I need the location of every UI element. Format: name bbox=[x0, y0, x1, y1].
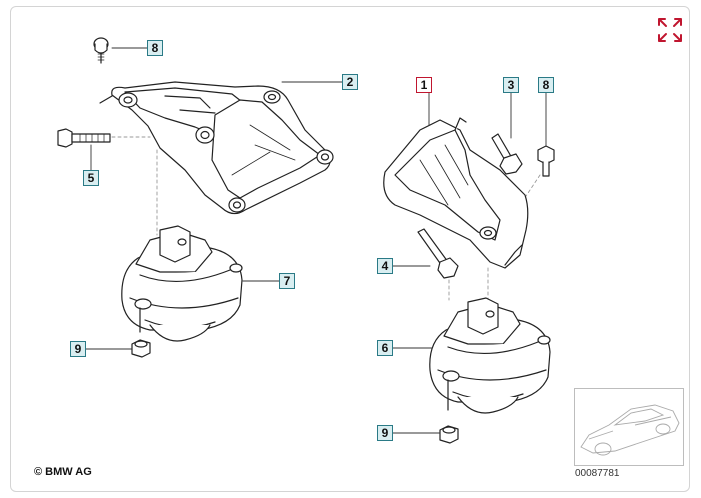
bolt-4 bbox=[417, 228, 459, 279]
callout-1[interactable]: 1 bbox=[416, 77, 432, 93]
bolt-5 bbox=[57, 128, 111, 148]
engine-bracket-2 bbox=[99, 81, 334, 215]
callout-8-left[interactable]: 8 bbox=[147, 40, 163, 56]
engine-mount-7 bbox=[121, 225, 243, 342]
callout-9-left[interactable]: 9 bbox=[70, 341, 86, 357]
reference-number: 00087781 bbox=[575, 468, 620, 479]
bolt-3 bbox=[491, 133, 523, 175]
nut-9-left bbox=[131, 339, 151, 358]
engine-bracket-1 bbox=[383, 117, 529, 269]
bolt-8-right bbox=[537, 145, 555, 177]
bolt-8-left bbox=[93, 37, 109, 64]
vehicle-thumbnail bbox=[574, 388, 684, 466]
engine-mount-6 bbox=[429, 297, 551, 414]
callout-2[interactable]: 2 bbox=[342, 74, 358, 90]
expand-arrows-icon[interactable] bbox=[655, 15, 685, 45]
callout-5[interactable]: 5 bbox=[83, 170, 99, 186]
nut-9-right bbox=[439, 425, 459, 444]
callout-6[interactable]: 6 bbox=[377, 340, 393, 356]
callout-9-right[interactable]: 9 bbox=[377, 425, 393, 441]
callout-4[interactable]: 4 bbox=[377, 258, 393, 274]
callout-7[interactable]: 7 bbox=[279, 273, 295, 289]
copyright-text: © BMW AG bbox=[34, 466, 92, 478]
callout-8-right[interactable]: 8 bbox=[538, 77, 554, 93]
callout-3[interactable]: 3 bbox=[503, 77, 519, 93]
